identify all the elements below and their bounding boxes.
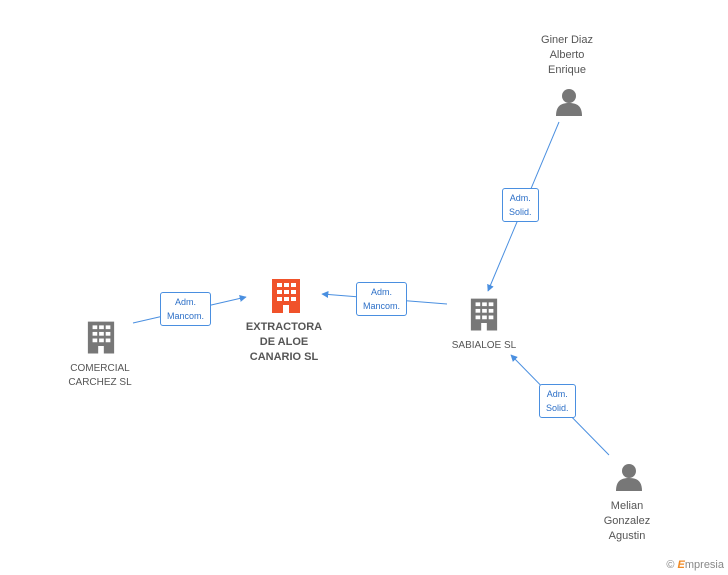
edge-label-sabialoe-extractora: Adm. Mancom.: [356, 282, 408, 316]
person-icon: [556, 89, 582, 116]
building-icon: [470, 298, 498, 331]
node-label-giner[interactable]: Giner Diaz Alberto Enrique: [541, 34, 593, 76]
node-label-sabialoe[interactable]: SABIALOE SL: [451, 340, 517, 351]
edge-label-comercial-extractora: Adm. Mancom.: [160, 292, 212, 326]
brand-name: mpresia: [684, 559, 724, 571]
building-icon: [87, 321, 115, 354]
node-label-melian[interactable]: Melian Gonzalez Agustin: [603, 500, 651, 542]
node-label-comercial[interactable]: COMERCIAL CARCHEZ SL: [68, 363, 132, 388]
copyright-icon: ©: [666, 559, 675, 571]
person-icon: [616, 464, 642, 491]
edge-label-melian-sabialoe: Adm. Solid.: [539, 384, 576, 418]
edge-label-giner-sabialoe: Adm. Solid.: [502, 188, 539, 222]
brand-logo: © Empresia: [666, 559, 724, 571]
node-label-extractora[interactable]: EXTRACTORA DE ALOE CANARIO SL: [245, 321, 323, 363]
building-icon: [272, 279, 300, 313]
brand-initial: E: [677, 559, 685, 571]
